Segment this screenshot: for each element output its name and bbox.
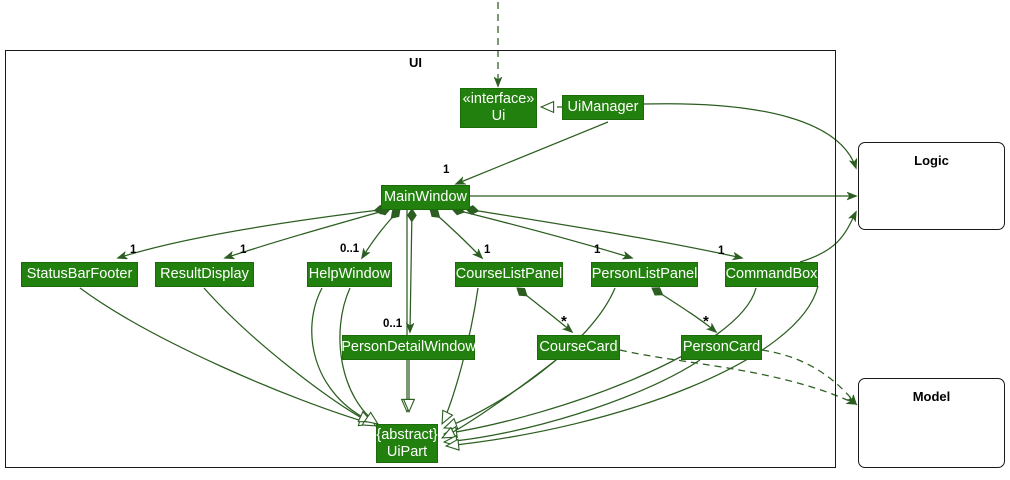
class-personlistpanel[interactable]: PersonListPanel <box>591 262 698 287</box>
model-package-label: Model <box>912 389 951 404</box>
class-personlistpanel-name: PersonListPanel <box>591 266 698 283</box>
class-resultdisplay[interactable]: ResultDisplay <box>155 262 254 287</box>
class-ui-stereotype: «interface» <box>462 91 535 108</box>
class-statusbarfooter-name: StatusBarFooter <box>26 266 133 283</box>
class-courselistpanel-name: CourseListPanel <box>455 266 563 283</box>
class-resultdisplay-name: ResultDisplay <box>160 266 249 283</box>
class-uipart-name: UiPart <box>386 443 428 460</box>
class-helpwindow[interactable]: HelpWindow <box>307 262 392 287</box>
class-uipart[interactable]: {abstract} UiPart <box>376 424 438 463</box>
ui-package-title: UI <box>409 55 422 70</box>
class-courselistpanel[interactable]: CourseListPanel <box>455 262 563 287</box>
class-personcard[interactable]: PersonCard <box>681 335 762 360</box>
ui-package-frame <box>5 50 836 468</box>
model-package-box[interactable]: Model <box>858 378 1005 468</box>
class-persondetailwindow[interactable]: PersonDetailWindow <box>341 335 476 360</box>
multiplicity-statusbarfooter: 1 <box>130 244 137 256</box>
logic-package-box[interactable]: Logic <box>858 142 1005 230</box>
class-personcard-name: PersonCard <box>682 339 761 356</box>
multiplicity-commandbox: 1 <box>718 245 725 257</box>
multiplicity-coursecard: * <box>561 313 567 330</box>
class-coursecard[interactable]: CourseCard <box>537 335 620 360</box>
class-uimanager-name: UiManager <box>567 99 639 116</box>
multiplicity-persondetailwindow: 0..1 <box>383 318 403 330</box>
class-statusbarfooter[interactable]: StatusBarFooter <box>21 262 138 287</box>
class-ui-interface[interactable]: «interface» Ui <box>460 88 537 128</box>
class-mainwindow-name: MainWindow <box>384 189 467 206</box>
class-coursecard-name: CourseCard <box>539 339 618 356</box>
class-uimanager[interactable]: UiManager <box>562 95 644 120</box>
class-commandbox-name: CommandBox <box>725 266 818 283</box>
multiplicity-courselistpanel: 1 <box>484 244 491 256</box>
class-persondetailwindow-name: PersonDetailWindow <box>341 339 476 356</box>
multiplicity-helpwindow: 0..1 <box>340 243 360 255</box>
class-mainwindow[interactable]: MainWindow <box>381 185 470 210</box>
multiplicity-personcard: * <box>703 313 709 330</box>
multiplicity-mainwindow: 1 <box>443 164 450 176</box>
multiplicity-personlistpanel: 1 <box>594 244 601 256</box>
multiplicity-resultdisplay: 1 <box>240 244 247 256</box>
class-commandbox[interactable]: CommandBox <box>725 262 818 287</box>
class-helpwindow-name: HelpWindow <box>308 266 391 283</box>
class-ui-name: Ui <box>491 108 506 124</box>
class-uipart-abstract-marker: {abstract} <box>376 426 438 443</box>
logic-package-label: Logic <box>914 153 949 168</box>
